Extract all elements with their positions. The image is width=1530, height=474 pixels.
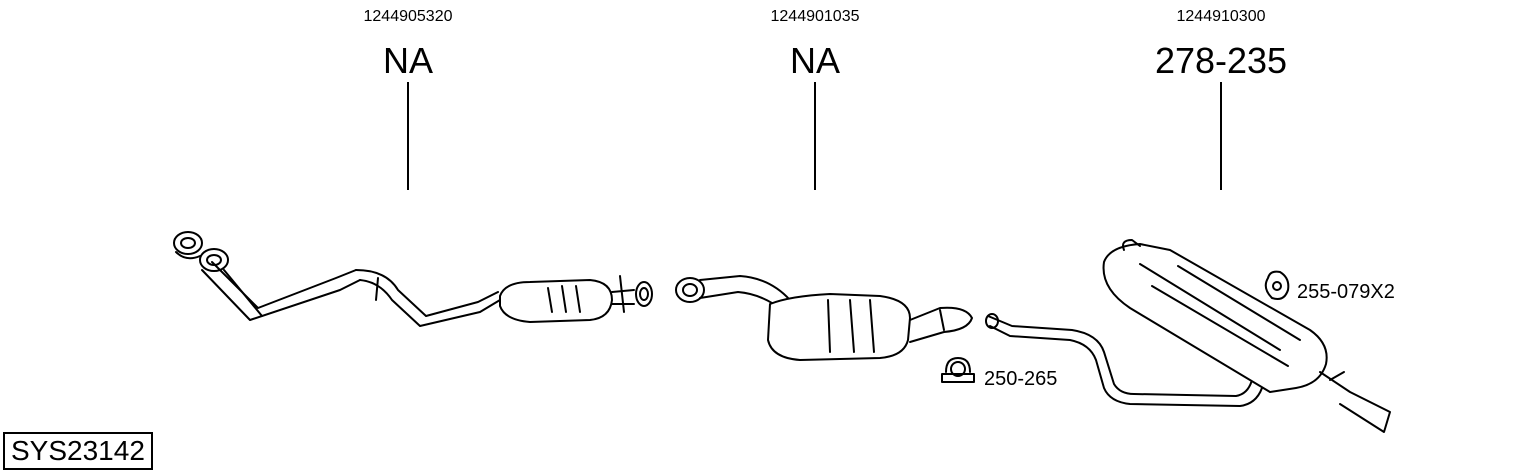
hanger-label: 255-079X2 xyxy=(1297,281,1395,303)
system-id-badge: SYS23142 xyxy=(3,432,153,470)
part-code-3: 278-235 xyxy=(1154,40,1288,81)
clamp-label: 250-265 xyxy=(984,368,1058,390)
clamp-drawing xyxy=(941,357,975,383)
part-number-1: 1244905320 xyxy=(363,8,453,25)
front-pipe-catalyst-drawing xyxy=(173,231,653,327)
leader-line-3 xyxy=(1220,82,1222,190)
leader-line-1 xyxy=(407,82,409,190)
hanger-drawing xyxy=(1264,270,1290,300)
part-code-1: NA xyxy=(382,40,433,81)
part-number-2: 1244901035 xyxy=(770,8,860,25)
middle-silencer-drawing xyxy=(675,275,973,361)
part-code-2: NA xyxy=(789,40,840,81)
leader-line-2 xyxy=(814,82,816,190)
rear-silencer-drawing xyxy=(985,239,1391,433)
part-number-3: 1244910300 xyxy=(1176,8,1266,25)
